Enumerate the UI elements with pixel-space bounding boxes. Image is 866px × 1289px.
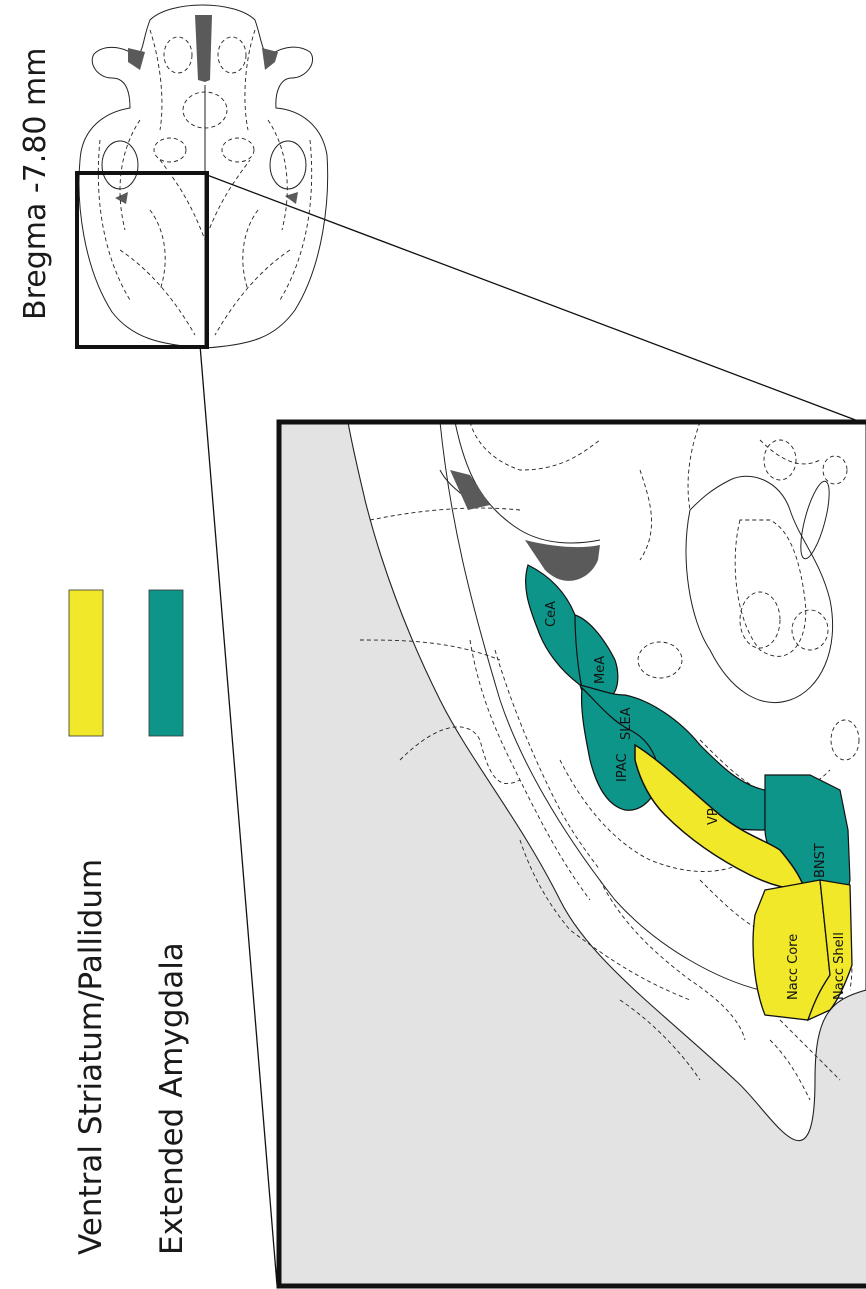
legend-swatch-extended-amygdala [149,590,183,736]
label-nacc-core: Nacc Core [786,934,801,1000]
bregma-title: Bregma -7.80 mm [18,47,53,320]
legend-swatch-ventral-striatum [69,590,103,736]
label-nacc-shell: Nacc Shell [832,932,847,1000]
brain-thumbnail [77,5,328,348]
label-vp: VP [706,808,721,825]
label-ipac: IPAC [615,753,630,782]
legend-label-extended-amygdala: Extended Amygdala [154,942,190,1255]
inset-panel: CeA MeA SLEA IPAC VP BNST Nacc Core Nacc… [279,422,866,1286]
label-bnst: BNST [813,843,828,878]
label-cea: CeA [544,601,559,627]
legend: Ventral Striatum/Pallidum Extended Amygd… [69,590,190,1255]
selection-box [77,173,207,347]
label-slea: SLEA [619,707,634,740]
label-mea: MeA [593,656,608,684]
zoom-line-top [207,175,866,424]
zoom-line-bottom [200,345,277,1285]
legend-label-ventral-striatum: Ventral Striatum/Pallidum [73,859,109,1255]
